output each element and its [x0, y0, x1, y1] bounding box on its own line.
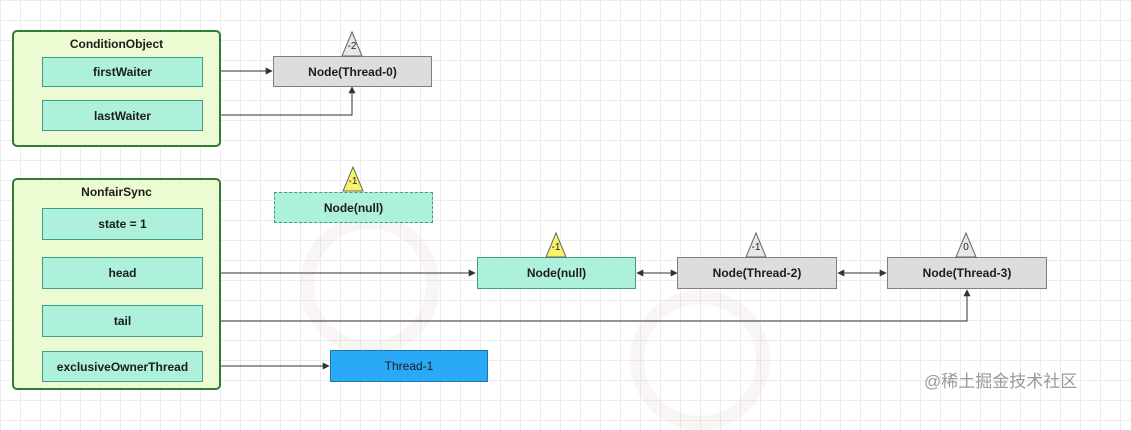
wait-status-value: -1 [751, 242, 761, 253]
wait-status-badge-head: -1 [545, 232, 567, 258]
state-value: 1 [140, 217, 147, 231]
tail-field: tail [42, 305, 203, 337]
state-field: state = 1 [42, 208, 203, 240]
node-thread-3: Node(Thread-3) [887, 257, 1047, 289]
watermark-text: @稀土掘金技术社区 [924, 372, 1078, 391]
exclusive-owner-thread-field: exclusiveOwnerThread [42, 351, 203, 382]
triangle-icon [545, 232, 567, 258]
wait-status-value: 0 [963, 242, 969, 253]
nonfair-sync-title: NonfairSync [81, 185, 152, 199]
tail-arrow [204, 289, 971, 325]
triangle-icon [745, 232, 767, 258]
wait-status-value: -1 [551, 242, 561, 253]
wait-status-value: -2 [347, 41, 357, 52]
triangle-icon [342, 166, 364, 192]
wait-status-badge-dangling: -1 [342, 166, 364, 192]
last-waiter-arrow [203, 86, 356, 116]
triangle-icon [955, 232, 977, 258]
node-null-head: Node(null) [477, 257, 636, 289]
node-thread-2: Node(Thread-2) [677, 257, 837, 289]
triangle-icon [341, 31, 363, 57]
wait-status-badge-thread-0: -2 [341, 31, 363, 57]
wait-status-badge-thread-3: 0 [955, 232, 977, 258]
condition-object-title: ConditionObject [69, 37, 164, 51]
last-waiter-field: lastWaiter [42, 100, 203, 131]
state-label: state = [98, 217, 140, 231]
head-field: head [42, 257, 203, 289]
thread-1-box: Thread-1 [330, 350, 488, 382]
node-null-dangling: Node(null) [274, 192, 433, 223]
wait-status-badge-thread-2: -1 [745, 232, 767, 258]
wait-status-value: -1 [348, 176, 358, 187]
first-waiter-field: firstWaiter [42, 57, 203, 87]
node-thread-0: Node(Thread-0) [273, 56, 432, 87]
